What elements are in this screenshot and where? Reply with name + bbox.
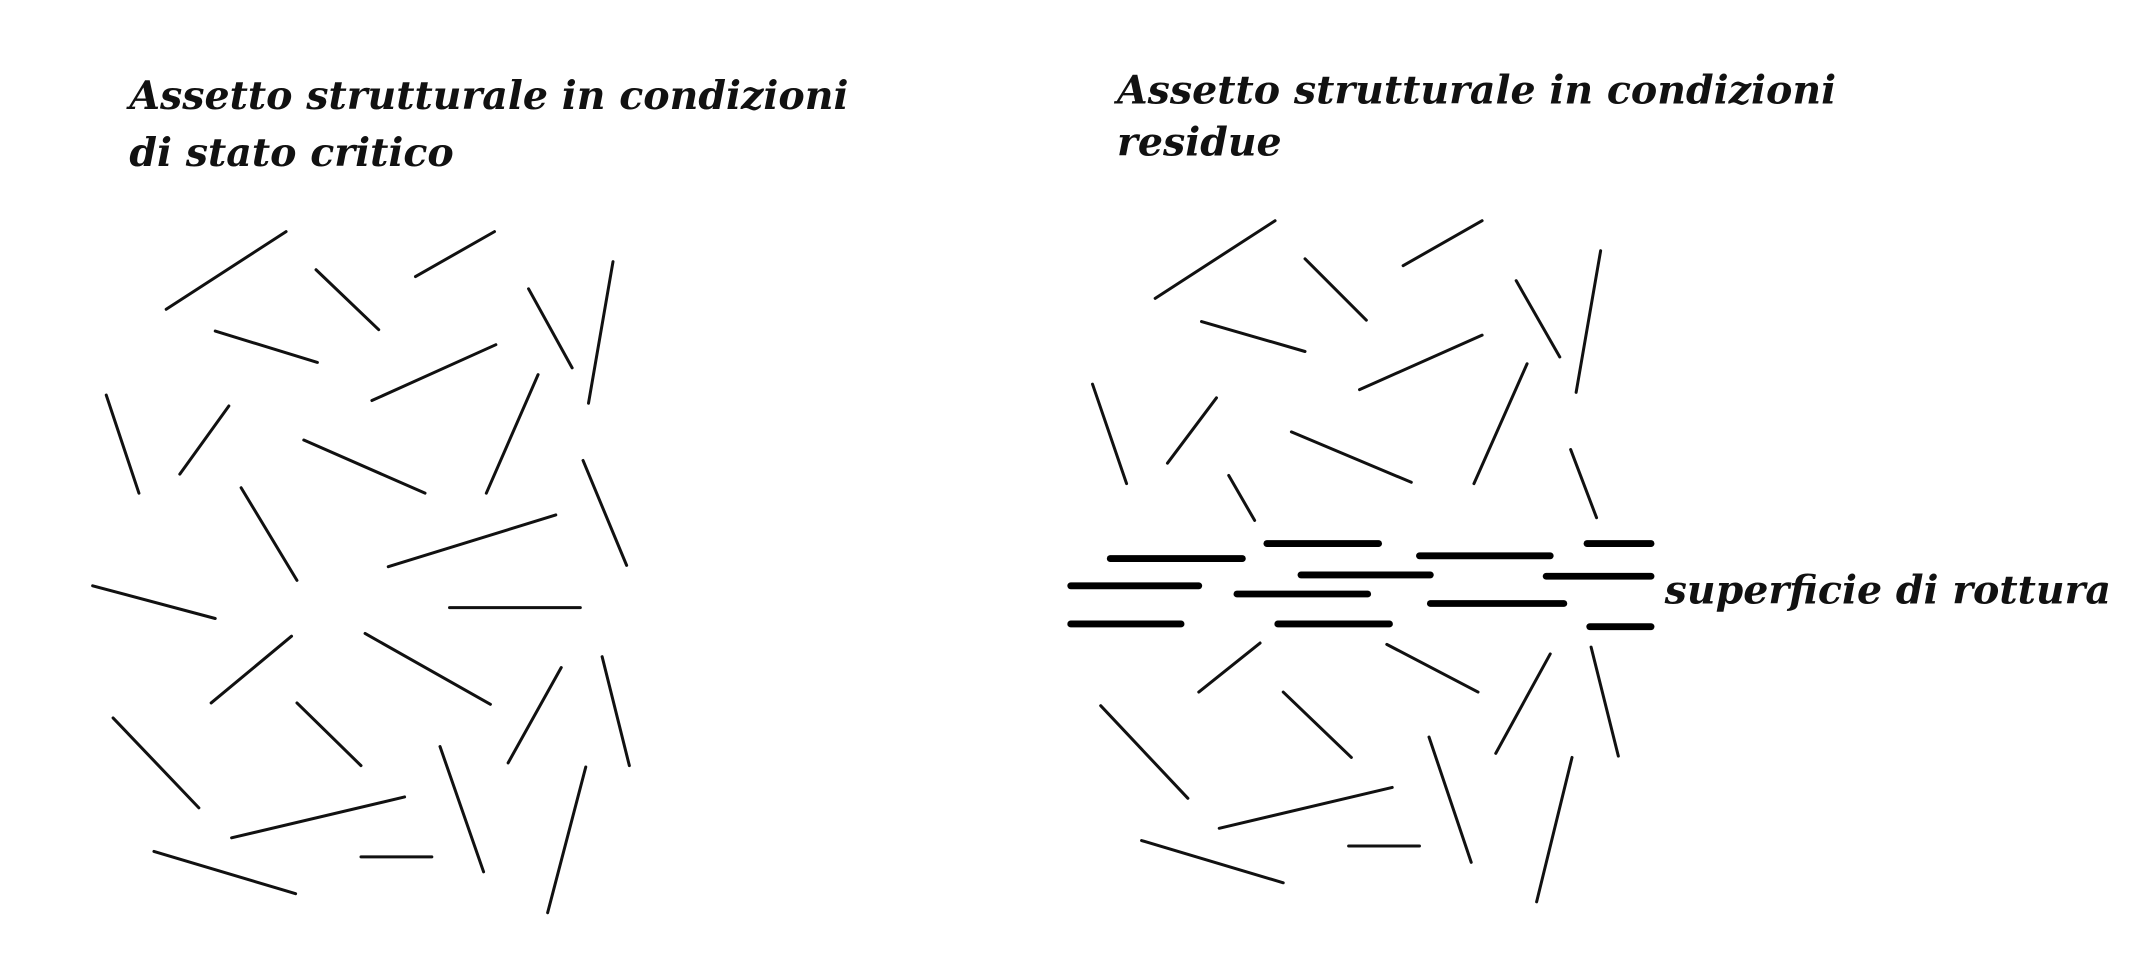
particle-line [1153, 219, 1277, 300]
particle-line [363, 631, 492, 706]
particle-line [178, 404, 231, 476]
random-particles [91, 230, 631, 915]
particle-line [1401, 219, 1484, 268]
particle-line [1165, 396, 1218, 465]
particle-line [1091, 382, 1129, 486]
particle-line [314, 268, 381, 332]
particle-line [600, 655, 631, 768]
particle-line [1197, 641, 1262, 694]
aligned-particles-failure-surface [1067, 540, 1655, 631]
particle-line [302, 438, 427, 495]
left-panel: Assetto strutturale in condizioni di sta… [91, 73, 849, 915]
particle-line [1281, 690, 1353, 759]
particle-line [213, 329, 319, 364]
particle-line [386, 513, 558, 569]
left-title-line1: Assetto strutturale in condizioni [125, 73, 848, 119]
particle-line [111, 716, 201, 810]
particle-line [484, 373, 540, 495]
particle-line [1303, 257, 1368, 322]
particle-line [230, 795, 407, 840]
particle-line [413, 230, 496, 279]
particle-line [1140, 839, 1285, 885]
particle-line [1099, 704, 1190, 800]
failure-surface-label: superficie di rottura [1664, 568, 2111, 614]
particle-line [370, 343, 498, 403]
particle-line [239, 486, 299, 582]
particle-line [1494, 652, 1552, 755]
right-title-line1: Assetto strutturale in condizioni [1113, 68, 1836, 114]
particle-line [506, 666, 563, 765]
particle-line [1514, 279, 1562, 359]
particle-line [1535, 755, 1574, 904]
particle-line [581, 458, 629, 567]
particle-line [152, 849, 298, 896]
particle-line [1289, 430, 1413, 484]
particle-line [104, 393, 141, 495]
particle-line [1385, 642, 1480, 694]
particle-line [1589, 645, 1620, 758]
particle-line [1472, 362, 1529, 486]
particle-line [1358, 333, 1484, 392]
random-particles [1091, 219, 1620, 904]
particle-line [438, 745, 486, 874]
right-title-line2: residue [1117, 119, 1282, 165]
particle-line [91, 584, 217, 620]
particle-line [546, 765, 588, 915]
particle-line [1217, 785, 1394, 830]
right-panel: Assetto strutturale in condizioni residu… [1067, 68, 2111, 904]
particle-line [1569, 448, 1599, 520]
left-title-line2: di stato critico [129, 130, 453, 176]
particle-line [527, 287, 574, 370]
particle-line [164, 230, 288, 311]
particle-line [1427, 735, 1473, 864]
particle-line [586, 260, 615, 405]
particle-line [295, 701, 363, 768]
particle-line [1574, 249, 1603, 394]
particle-line [209, 634, 294, 705]
particle-line [1227, 473, 1257, 522]
particle-line [1200, 320, 1307, 353]
